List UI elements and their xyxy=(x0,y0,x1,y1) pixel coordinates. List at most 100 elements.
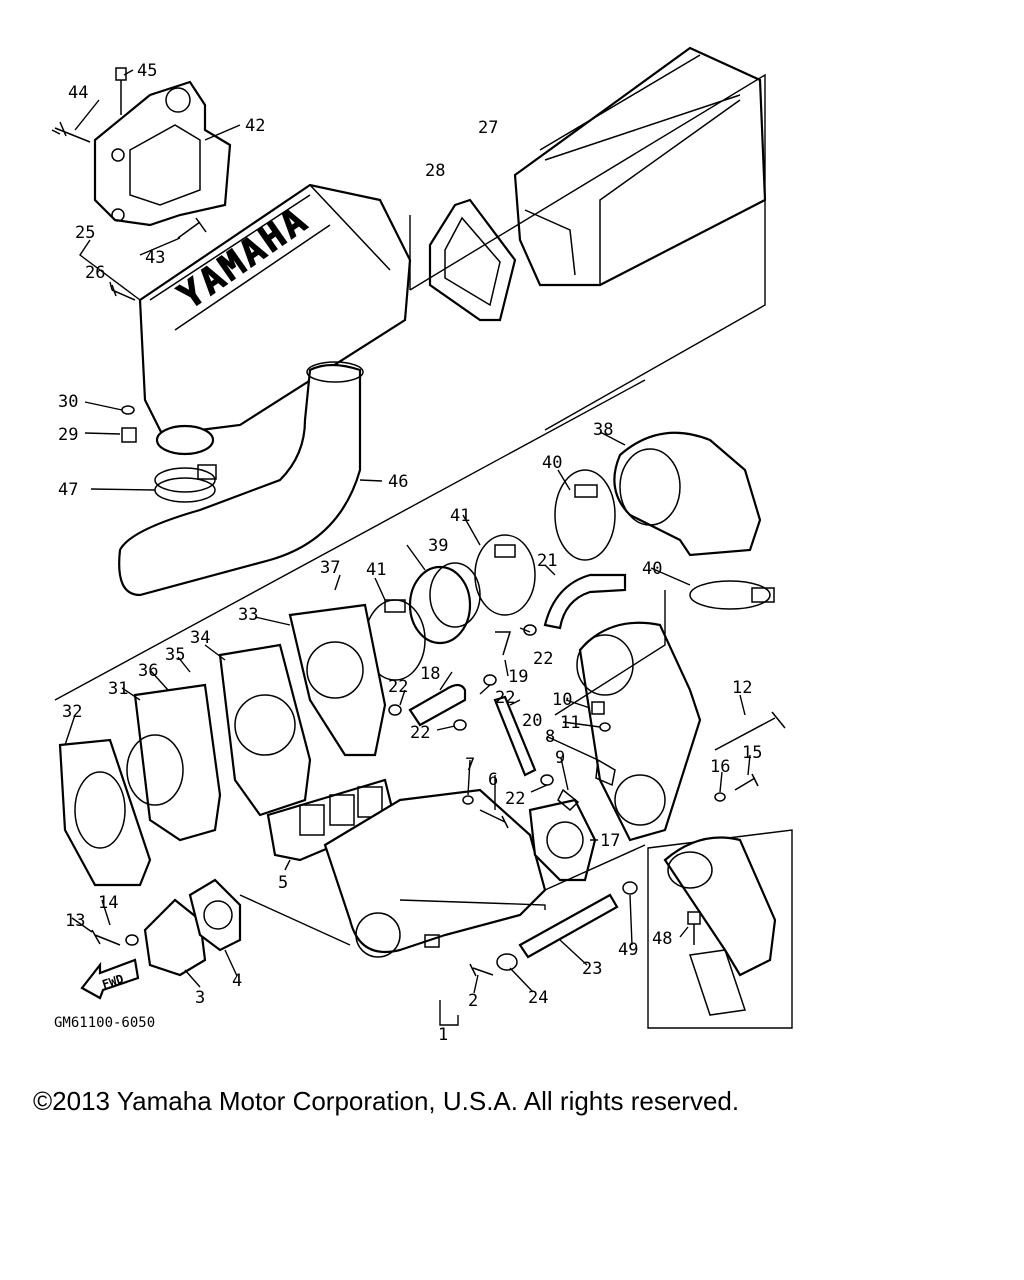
part-label-13: 13 xyxy=(65,911,85,931)
part-13-bolt xyxy=(91,929,121,946)
part-24-fitting xyxy=(496,953,518,971)
part-40-clamp-lower xyxy=(689,580,775,610)
part-40-clamp-upper xyxy=(554,469,616,561)
part-28-gasket xyxy=(428,198,517,322)
part-label-10: 10 xyxy=(552,690,572,710)
part-label-32: 32 xyxy=(62,702,82,722)
part-label-22c: 22 xyxy=(495,688,515,708)
fwd-arrow-icon: FWD xyxy=(80,958,140,1000)
part-label-41: 41 xyxy=(450,506,470,526)
part-20-hose xyxy=(493,695,537,777)
part-label-44: 44 xyxy=(68,83,88,103)
part-label-33: 33 xyxy=(238,605,258,625)
part-6-bolt xyxy=(479,809,509,829)
part-label-12: 12 xyxy=(732,678,752,698)
part-18-hose xyxy=(408,683,467,727)
part-34-plate xyxy=(218,643,312,817)
part-label-41b: 41 xyxy=(366,560,386,580)
part-label-1: 1 xyxy=(438,1025,448,1045)
part-label-22e: 22 xyxy=(505,789,525,809)
part-label-23: 23 xyxy=(582,959,602,979)
part-label-11: 11 xyxy=(560,713,580,733)
part-label-48: 48 xyxy=(652,929,672,949)
part-23-pipe xyxy=(518,893,619,959)
part-41-clamp-a xyxy=(474,534,536,616)
part-label-36: 36 xyxy=(138,661,158,681)
part-26-bolt xyxy=(111,284,136,301)
part-label-35: 35 xyxy=(165,645,185,665)
part-label-37: 37 xyxy=(320,558,340,578)
part-label-8: 8 xyxy=(545,727,555,747)
part-2-bolt xyxy=(469,963,494,977)
part-15-bolt xyxy=(734,773,759,791)
part-label-9: 9 xyxy=(555,748,565,768)
part-label-5: 5 xyxy=(278,873,288,893)
part-1-manifold xyxy=(323,788,547,958)
part-10-fitting xyxy=(591,701,605,715)
part-label-39: 39 xyxy=(428,536,448,556)
part-label-16: 16 xyxy=(710,757,730,777)
part-29-bolt xyxy=(121,427,137,443)
part-label-4: 4 xyxy=(232,971,242,991)
part-label-49: 49 xyxy=(618,940,638,960)
part-49-clip xyxy=(622,881,638,895)
part-48-bolt xyxy=(687,911,701,945)
part-9-fitting xyxy=(557,788,580,812)
copyright-notice: ©2013 Yamaha Motor Corporation, U.S.A. A… xyxy=(33,1086,740,1116)
part-label-28: 28 xyxy=(425,161,445,181)
part-label-38: 38 xyxy=(593,420,613,440)
part-14-washer xyxy=(125,934,139,946)
part-label-46: 46 xyxy=(388,472,408,492)
part-label-18: 18 xyxy=(420,664,440,684)
part-42-bracket xyxy=(93,80,232,227)
part-32-gasket xyxy=(58,738,152,887)
part-3-cover xyxy=(143,898,207,977)
part-43-bolt xyxy=(177,217,207,239)
part-label-17: 17 xyxy=(600,831,620,851)
part-label-22d: 22 xyxy=(410,723,430,743)
part-label-7: 7 xyxy=(465,755,475,775)
part-label-42: 42 xyxy=(245,116,265,136)
part-label-6: 6 xyxy=(488,770,498,790)
part-label-19: 19 xyxy=(508,667,528,687)
fwd-label: FWD xyxy=(100,972,125,992)
part-label-30: 30 xyxy=(58,392,78,412)
drawing-code: GM61100-6050 xyxy=(54,1015,155,1031)
part-12-bolt xyxy=(714,711,786,751)
part-16-washer xyxy=(714,792,726,802)
part-31-cover xyxy=(126,683,222,842)
part-47-clamp xyxy=(154,464,217,503)
exhaust-parts-diagram: YAMAHA xyxy=(51,46,793,1045)
part-label-2: 2 xyxy=(468,991,478,1011)
part-label-25: 25 xyxy=(75,223,95,243)
part-label-43: 43 xyxy=(145,248,165,268)
part-label-26: 26 xyxy=(85,263,105,283)
part-label-31: 31 xyxy=(108,679,128,699)
part-label-3: 3 xyxy=(195,988,205,1008)
part-46-pipe xyxy=(118,361,364,597)
part-7-washer xyxy=(462,795,474,805)
inset-detail-box xyxy=(647,829,793,1029)
lower-elbow xyxy=(576,621,702,842)
part-label-21: 21 xyxy=(537,551,557,571)
part-33-gasket xyxy=(288,603,387,757)
part-38-elbow xyxy=(613,431,762,557)
part-45-bolt xyxy=(115,67,127,115)
part-27-muffler xyxy=(513,46,767,287)
part-label-22b: 22 xyxy=(388,677,408,697)
part-label-45-final: 45 xyxy=(137,61,157,81)
part-label-15: 15 xyxy=(742,743,762,763)
part-label-20: 20 xyxy=(522,711,542,731)
part-label-40: 40 xyxy=(542,453,562,473)
part-label-34: 34 xyxy=(190,628,210,648)
part-25-silencer: YAMAHA xyxy=(138,183,412,456)
part-label-22a: 22 xyxy=(533,649,553,669)
part-label-24: 24 xyxy=(528,988,548,1008)
part-4-gasket xyxy=(188,878,242,952)
part-8-sensor xyxy=(595,758,616,787)
part-39-sleeve xyxy=(408,562,481,645)
part-label-29: 29 xyxy=(58,425,78,445)
part-label-47: 47 xyxy=(58,480,78,500)
part-label-27: 27 xyxy=(478,118,498,138)
part-label-14: 14 xyxy=(98,893,118,913)
